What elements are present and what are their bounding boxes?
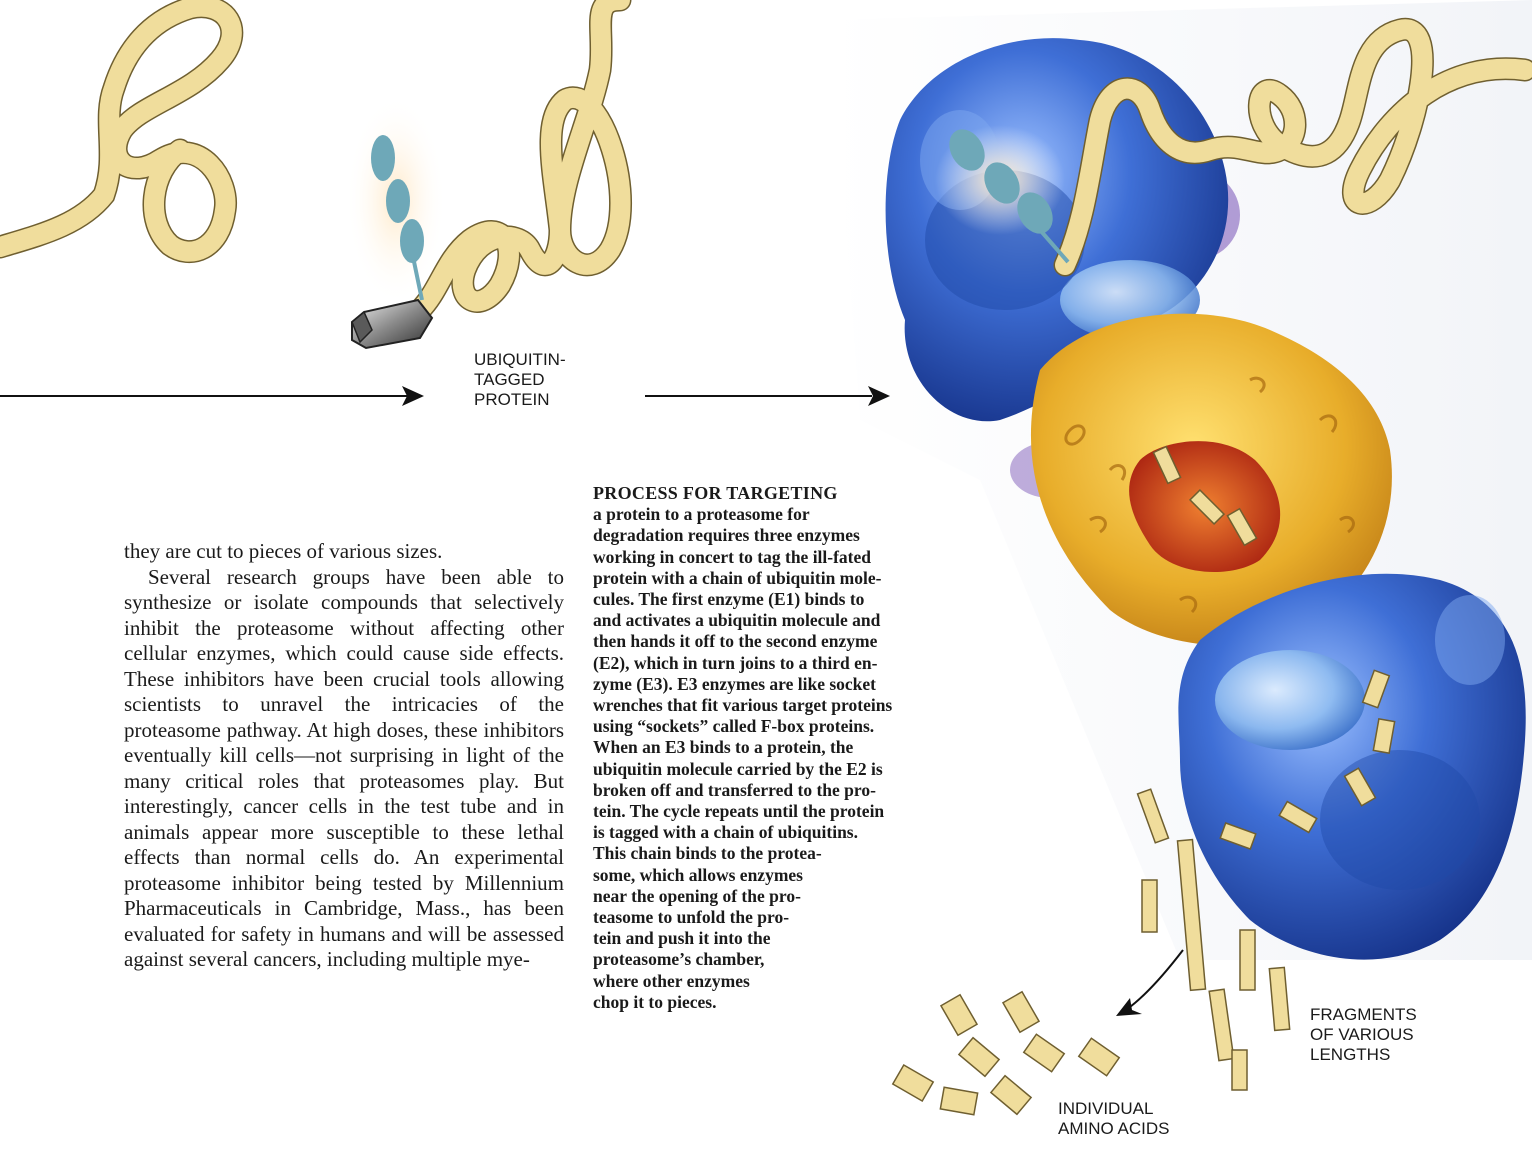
caption-line: zyme (E3). E3 enzymes are like socket <box>593 674 892 695</box>
caption-line: (E2), which in turn joins to a third en- <box>593 653 892 674</box>
caption-line: protein with a chain of ubiquitin mole- <box>593 568 892 589</box>
ubiquitin-tagged-protein <box>346 0 621 348</box>
caption-line: some, which allows enzymes <box>593 865 892 886</box>
caption-line: When an E3 binds to a protein, the <box>593 737 892 758</box>
caption-line: working in concert to tag the ill-fated <box>593 547 892 568</box>
caption-line: a protein to a proteasome for <box>593 504 892 525</box>
caption-line: and activates a ubiquitin molecule and <box>593 610 892 631</box>
caption-line: wrenches that fit various target protein… <box>593 695 892 716</box>
caption-line: cules. The first enzyme (E1) binds to <box>593 589 892 610</box>
caption-line: where other enzymes <box>593 971 892 992</box>
socket-wrench-icon <box>352 300 432 348</box>
caption-line: chop it to pieces. <box>593 992 892 1013</box>
caption-line: ubiquitin molecule carried by the E2 is <box>593 759 892 780</box>
caption-title: PROCESS FOR TARGETING <box>593 483 892 504</box>
article-paragraph: Several research groups have been able t… <box>124 565 564 973</box>
amino-acids <box>893 992 1119 1115</box>
figure-caption: PROCESS FOR TARGETING a protein to a pro… <box>593 483 892 1013</box>
caption-line: This chain binds to the protea- <box>593 843 892 864</box>
caption-line: using “sockets” called F-box proteins. <box>593 716 892 737</box>
caption-line: broken off and transferred to the pro- <box>593 780 892 801</box>
caption-line: teasome to unfold the pro- <box>593 907 892 928</box>
article-paragraph: they are cut to pieces of various sizes. <box>124 539 564 565</box>
caption-line: tein and push it into the <box>593 928 892 949</box>
fragments-label: FRAGMENTS OF VARIOUS LENGTHS <box>1310 1005 1417 1065</box>
arrow-icon <box>0 386 424 406</box>
arrow-icon <box>1116 950 1183 1016</box>
article-body-text: they are cut to pieces of various sizes.… <box>124 539 564 973</box>
caption-line: is tagged with a chain of ubiquitins. <box>593 822 892 843</box>
caption-line: tein. The cycle repeats until the protei… <box>593 801 892 822</box>
protein-chain-icon <box>0 7 232 252</box>
ubiquitin-tagged-protein-label: UBIQUITIN- TAGGED PROTEIN <box>474 350 566 410</box>
caption-line: degradation requires three enzymes <box>593 525 892 546</box>
caption-line: then hands it off to the second enzyme <box>593 631 892 652</box>
amino-acids-label: INDIVIDUAL AMINO ACIDS <box>1058 1099 1169 1139</box>
arrow-icon <box>645 386 890 406</box>
caption-line: proteasome’s chamber, <box>593 949 892 970</box>
caption-line: near the opening of the pro- <box>593 886 892 907</box>
